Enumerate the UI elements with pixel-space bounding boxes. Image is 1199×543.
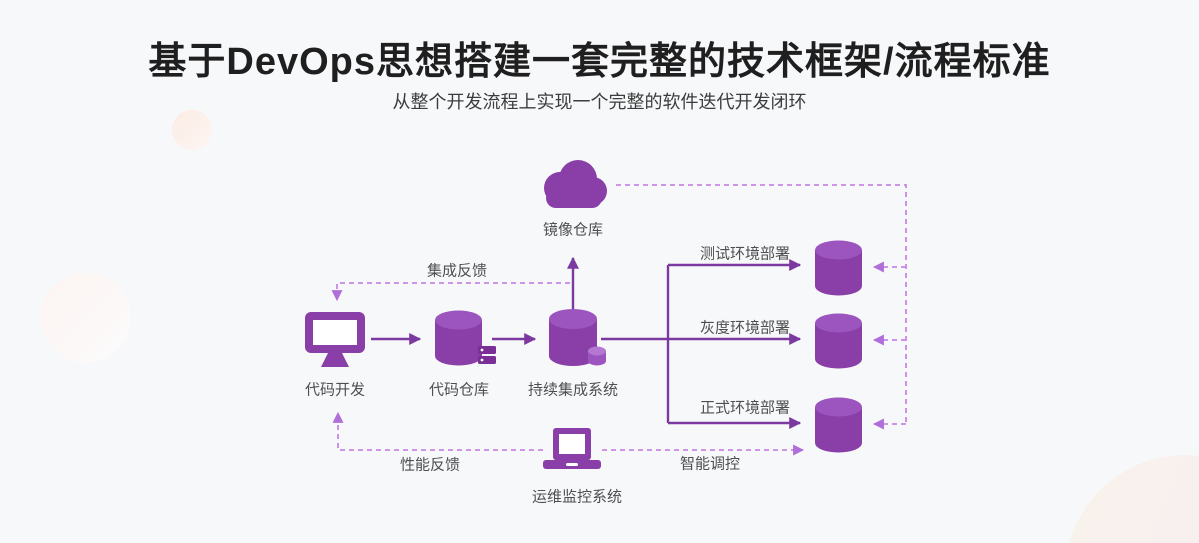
node-label-code-dev: 代码开发 — [304, 381, 366, 399]
database-icon — [815, 397, 862, 453]
laptop-icon — [543, 428, 601, 469]
cloud-icon — [544, 160, 607, 208]
database-icon — [549, 309, 606, 366]
edge-performance-feedback — [332, 411, 543, 451]
database-icon — [435, 310, 496, 366]
node-label-ops-monitor: 运维监控系统 — [531, 488, 623, 506]
server-addon-icon — [478, 346, 496, 364]
edge-registry-distribution — [616, 184, 907, 424]
edge-integration-feedback — [331, 282, 570, 302]
node-label-image-registry: 镜像仓库 — [542, 221, 604, 239]
database-icon — [815, 240, 862, 296]
node-deploy-test — [815, 240, 862, 301]
edge-label-smart-control: 智能调控 — [679, 455, 741, 473]
node-label-ci-system: 持续集成系统 — [527, 381, 619, 399]
page-title: 基于DevOps思想搭建一套完整的技术框架/流程标准 — [148, 41, 1051, 83]
monitor-icon — [305, 312, 365, 367]
node-label-deploy-test: 测试环境部署 — [699, 245, 791, 263]
node-label-code-repo: 代码仓库 — [428, 381, 490, 399]
page-subtitle: 从整个开发流程上实现一个完整的软件迭代开发闭环 — [392, 92, 807, 112]
node-ops-monitor — [543, 428, 601, 477]
database-icon — [815, 313, 862, 369]
edge-label-integration-feedback: 集成反馈 — [426, 262, 488, 280]
node-code-repo — [435, 310, 497, 373]
node-deploy-gray — [815, 313, 862, 374]
mini-database-icon — [588, 346, 606, 366]
edge-label-performance-feedback: 性能反馈 — [399, 456, 461, 474]
node-label-deploy-gray: 灰度环境部署 — [699, 319, 791, 337]
node-ci-system — [549, 308, 609, 375]
node-image-registry — [538, 158, 610, 215]
node-deploy-prod — [815, 397, 862, 458]
node-code-dev — [304, 311, 366, 374]
node-label-deploy-prod: 正式环境部署 — [699, 399, 791, 417]
